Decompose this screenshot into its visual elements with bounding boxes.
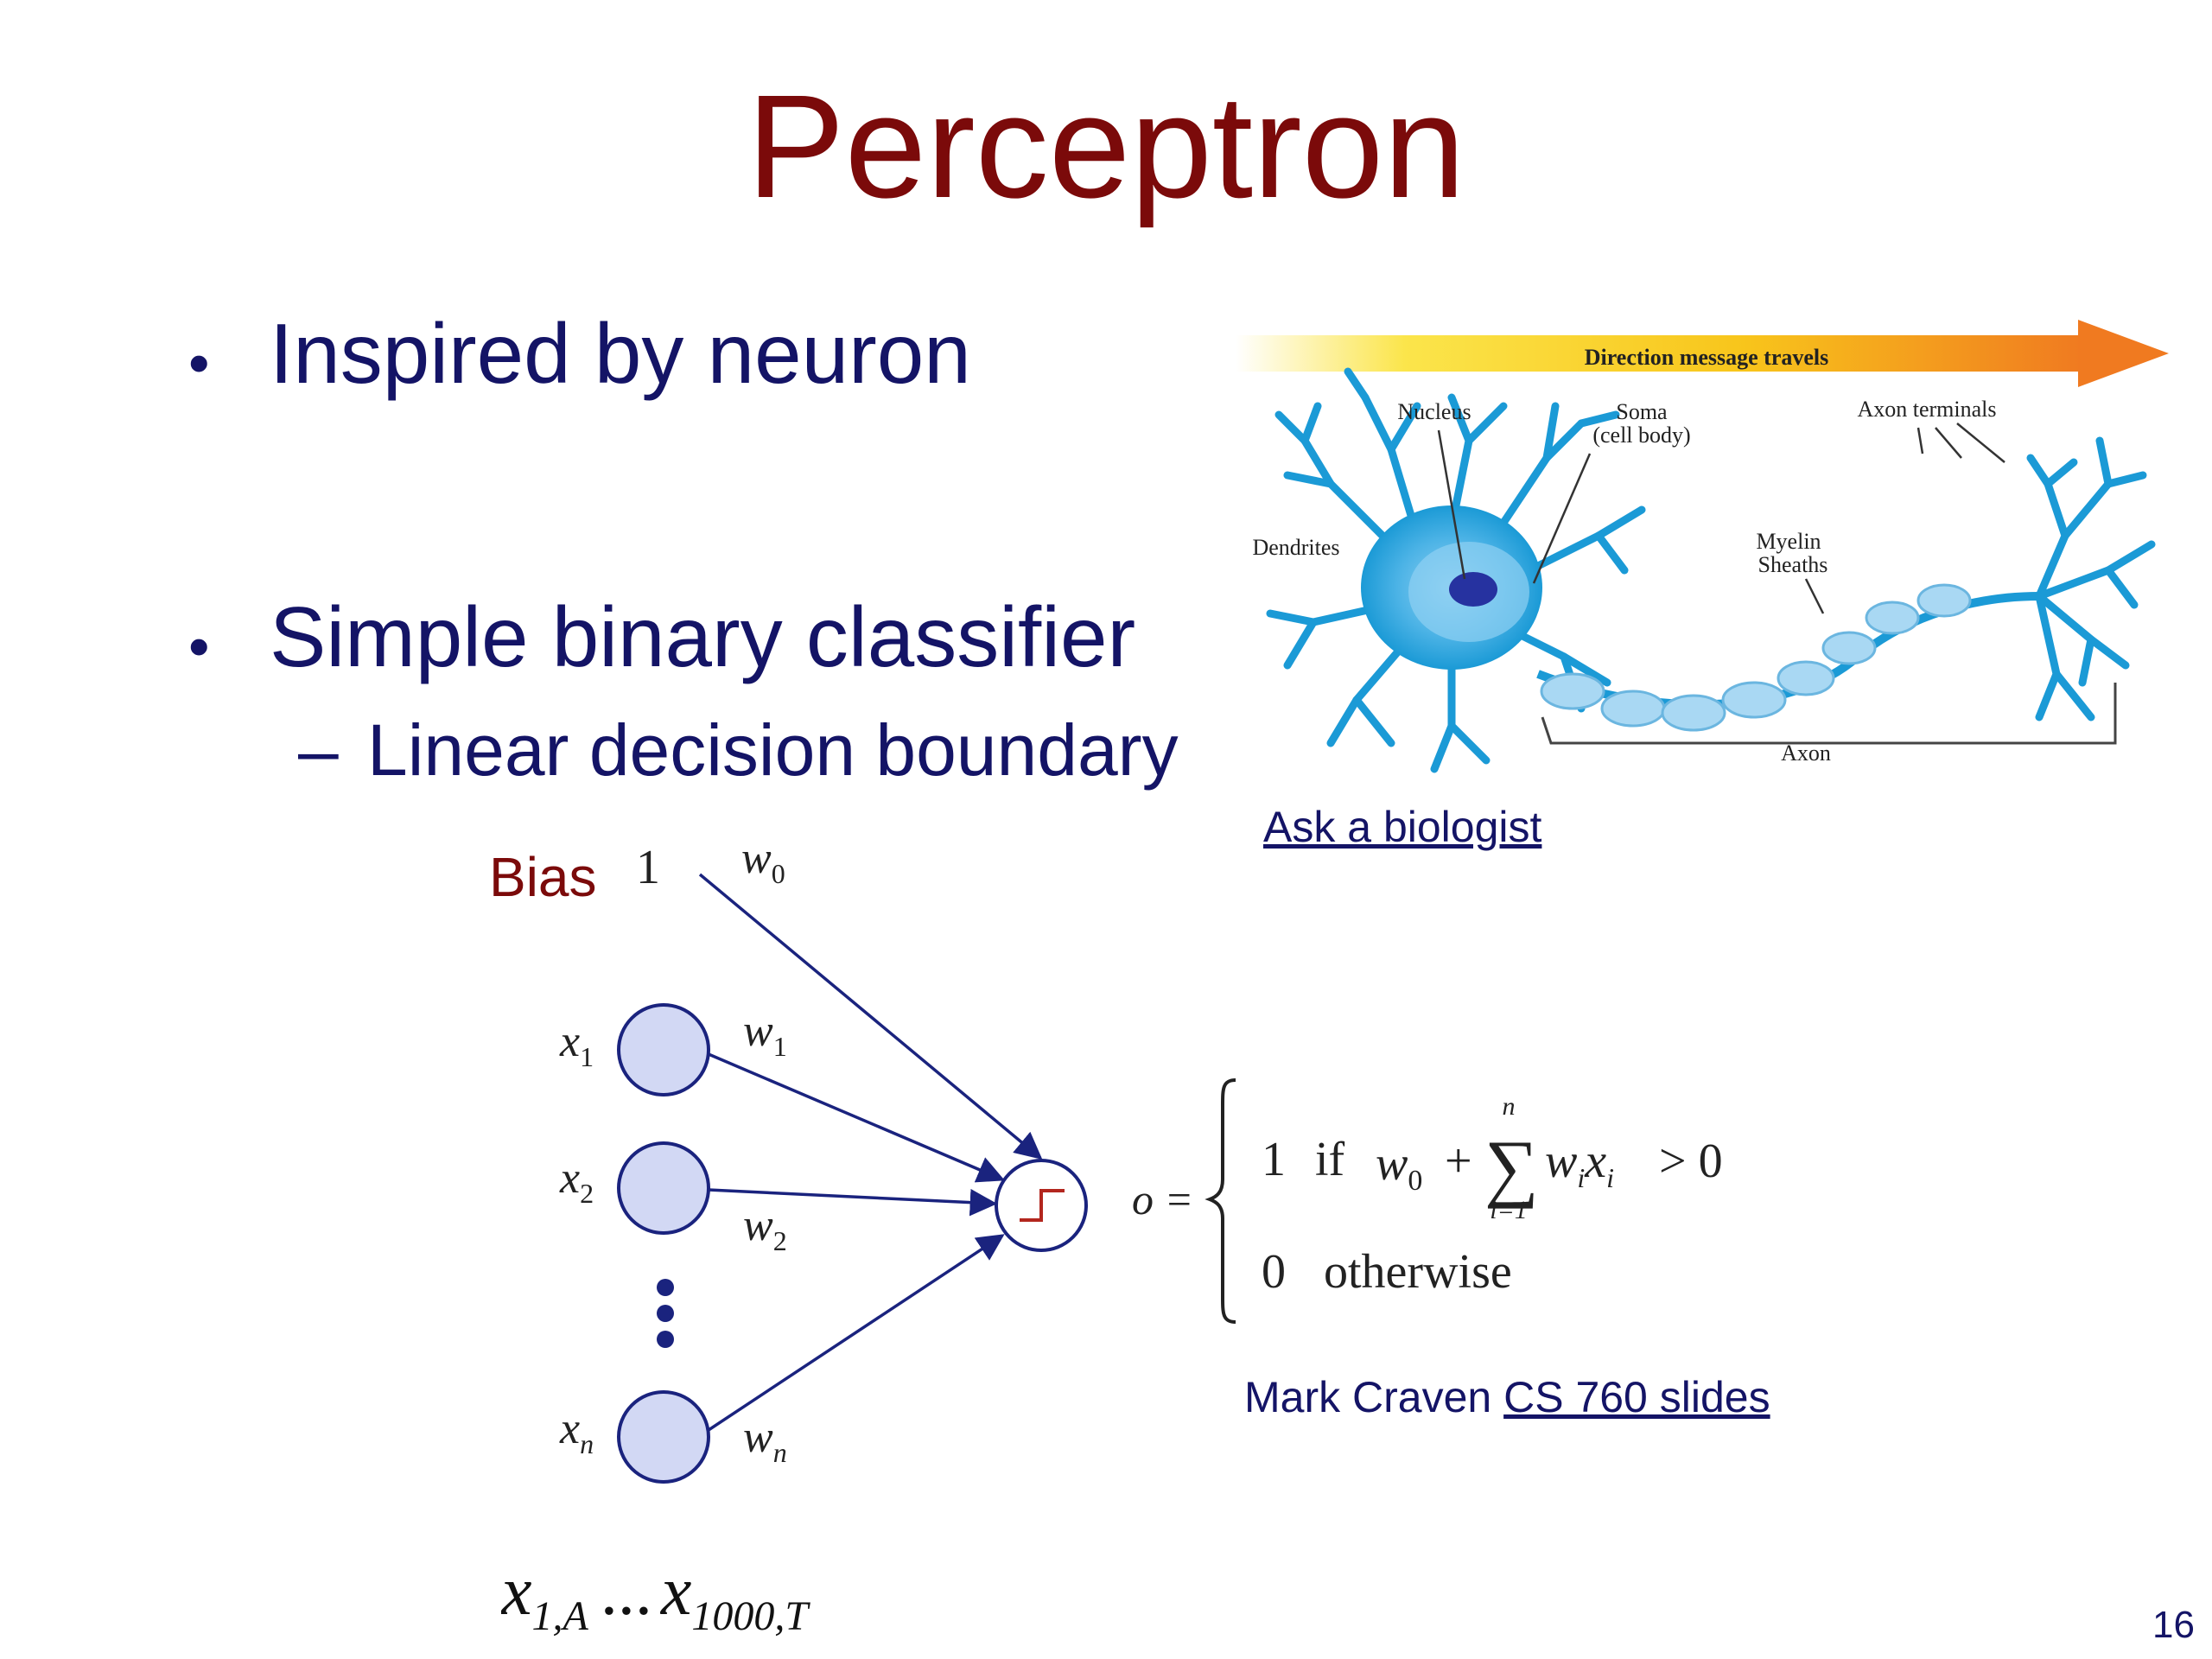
ellipsis-dot: [657, 1305, 674, 1322]
neuron-illustration: Direction message travels: [1236, 320, 2169, 773]
ellipsis-dot: [657, 1331, 674, 1348]
input-label-2: x2: [559, 1154, 594, 1209]
formula-case2-text: otherwise: [1324, 1245, 1512, 1299]
sequence-expression: x1,A...x1000,T: [501, 1554, 810, 1639]
page-number: 16: [2152, 1604, 2195, 1646]
input-label-1: x1: [559, 1017, 594, 1072]
bullet-inspired: Inspired by neuron: [270, 306, 971, 401]
perceptron-diagram: 1 w0 w1 w2 wn x1 x2 xn: [559, 834, 1088, 1484]
weight-label-0: w0: [741, 834, 785, 889]
weight-arrow-0: [698, 873, 1043, 1160]
formula-case1-if: if: [1315, 1133, 1345, 1186]
label-sheaths: Sheaths: [1758, 552, 1828, 577]
label-nucleus: Nucleus: [1397, 399, 1471, 424]
slide-title: Perceptron: [747, 65, 1465, 229]
formula-case2-value: 0: [1262, 1245, 1286, 1299]
formula-sum-lower: i=1: [1490, 1196, 1528, 1224]
input-node-2: [617, 1141, 710, 1235]
formula-case1-value: 1: [1262, 1133, 1286, 1186]
axon-terminals-shape: [2026, 436, 2156, 721]
sub-bullet-dash: –: [298, 709, 339, 791]
label-axon: Axon: [1781, 741, 1831, 766]
direction-arrow-label: Direction message travels: [1585, 345, 1829, 370]
nucleus-shape: [1449, 572, 1497, 607]
formula-gt-zero: > 0: [1659, 1135, 1723, 1188]
formula-sigma: ∑: [1484, 1126, 1539, 1210]
ask-a-biologist-link[interactable]: Ask a biologist: [1263, 803, 1542, 851]
cs760-slides-link[interactable]: CS 760 slides: [1503, 1373, 1770, 1421]
input-node-1: [617, 1003, 710, 1096]
label-cell-body: (cell body): [1592, 423, 1690, 448]
bias-label: Bias: [489, 846, 597, 908]
bullet-marker: •: [188, 329, 210, 397]
formula-brace: [1205, 1078, 1236, 1324]
formula-term: wixi: [1545, 1135, 1614, 1193]
input-label-n: xn: [559, 1404, 594, 1459]
sequence-notation: x1,A...x1000,T: [501, 1554, 810, 1639]
formula-sum-upper: n: [1503, 1092, 1516, 1121]
ellipsis-dot: [657, 1279, 674, 1296]
label-myelin: Myelin: [1756, 529, 1821, 554]
dendrites-shape: [1266, 367, 1646, 773]
formula-plus: +: [1445, 1135, 1472, 1188]
output-formula: o = 1 if w0 + ∑ n i=1 wixi > 0 0 otherwi…: [1132, 1078, 1723, 1324]
formula-output: o =: [1132, 1175, 1193, 1224]
step-function-icon: [1020, 1189, 1065, 1222]
direction-arrow: [1236, 320, 2169, 387]
bullet-marker: •: [188, 613, 210, 680]
label-axon-terminals: Axon terminals: [1857, 397, 1996, 422]
weight-label-n: wn: [743, 1413, 787, 1468]
credit-line: Mark Craven CS 760 slides: [1244, 1372, 1770, 1422]
label-soma: Soma: [1616, 399, 1668, 424]
formula-w0: w0: [1376, 1137, 1422, 1197]
weight-label-2: w2: [743, 1201, 787, 1256]
label-dendrites: Dendrites: [1252, 535, 1339, 560]
weight-label-1: w1: [743, 1007, 787, 1062]
weight-arrow-1: [708, 1052, 1005, 1183]
weight-arrow-2: [708, 1188, 998, 1217]
weight-arrow-n: [708, 1234, 1005, 1432]
sub-bullet-linear-boundary: Linear decision boundary: [367, 709, 1179, 791]
myelin-sheaths-shape: [1540, 583, 1972, 732]
input-node-n: [617, 1390, 710, 1484]
bias-input-value: 1: [636, 841, 660, 894]
credit-author: Mark Craven: [1244, 1373, 1492, 1421]
bullet-binary-classifier: Simple binary classifier: [270, 589, 1136, 684]
